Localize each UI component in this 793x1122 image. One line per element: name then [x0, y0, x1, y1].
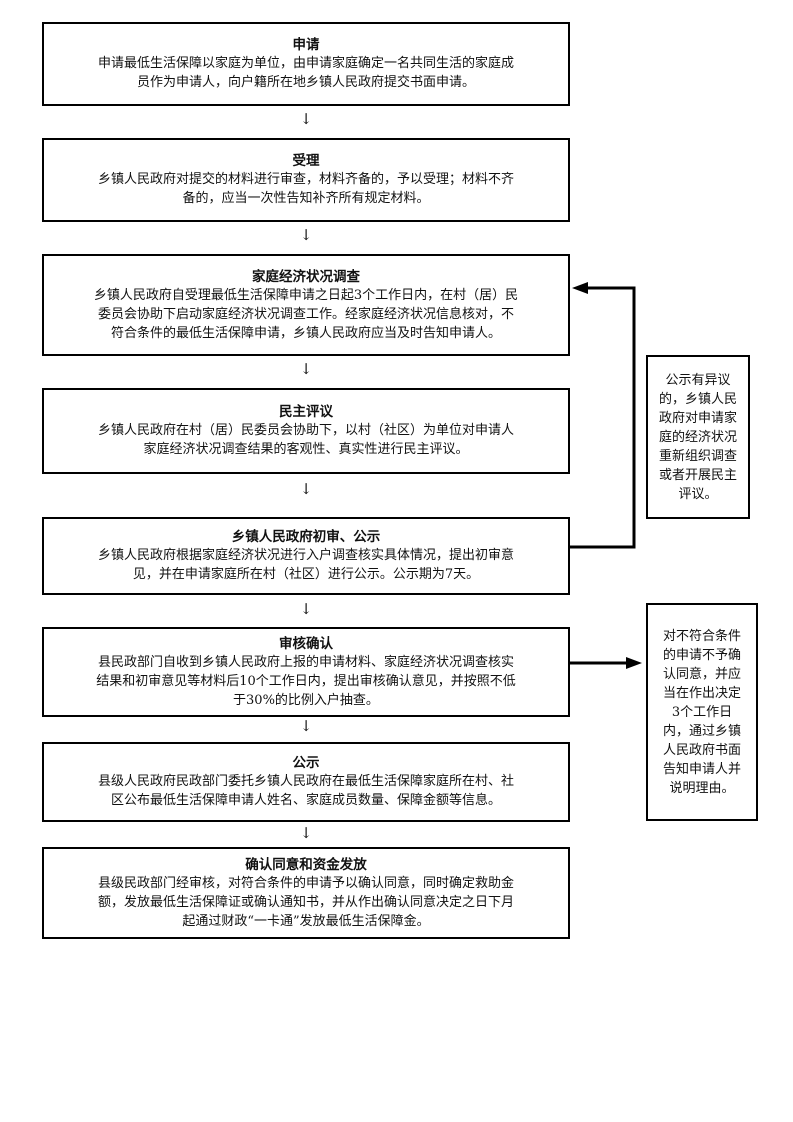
step-accept-box: 受理 乡镇人民政府对提交的材料进行审查，材料齐备的，予以受理；材料不齐 备的，应… [42, 138, 570, 222]
objection-note-box: 公示有异议 的，乡镇人民 政府对申请家 庭的经济状况 重新组织调查 或者开展民主… [646, 355, 750, 519]
step-publicity-text: 县级人民政府民政部门委托乡镇人民政府在最低生活保障家庭所在村、社 区公布最低生活… [97, 774, 514, 808]
rejection-arrowhead [626, 657, 642, 669]
objection-note-text: 公示有异议 的，乡镇人民 政府对申请家 庭的经济状况 重新组织调查 或者开展民主… [658, 372, 737, 502]
down-arrow-icon: ↓ [299, 110, 313, 128]
step-publicity-box: 公示 县级人民政府民政部门委托乡镇人民政府在最低生活保障家庭所在村、社 区公布最… [42, 742, 570, 822]
step-investigation-box: 家庭经济状况调查 乡镇人民政府自受理最低生活保障申请之日起3个工作日内，在村（居… [42, 254, 570, 356]
step-investigation-text: 乡镇人民政府自受理最低生活保障申请之日起3个工作日内，在村（居）民 委员会协助下… [93, 287, 519, 341]
step-democratic-review-box: 民主评议 乡镇人民政府在村（居）民委员会协助下，以村（社区）为单位对申请人 家庭… [42, 388, 570, 474]
objection-feedback-line [570, 286, 636, 549]
step-approval-payment-text: 县级民政部门经审核，对符合条件的申请予以确认同意，同时确定救助金 额，发放最低生… [97, 875, 514, 929]
step-preliminary-review-title: 乡镇人民政府初审、公示 [231, 529, 381, 545]
step-accept-text: 乡镇人民政府对提交的材料进行审查，材料齐备的，予以受理；材料不齐 备的，应当一次… [97, 172, 514, 206]
rejection-note-text: 对不符合条件 的申请不予确 认同意，并应 当在作出决定 3个工作日 内，通过乡镇… [662, 628, 741, 796]
step-apply-box: 申请 申请最低生活保障以家庭为单位，由申请家庭确定一名共同生活的家庭成 员作为申… [42, 22, 570, 106]
step-publicity-title: 公示 [292, 755, 320, 771]
step-verification-title: 审核确认 [279, 635, 333, 652]
step-approval-payment-title: 确认同意和资金发放 [245, 856, 367, 873]
step-democratic-review-title: 民主评议 [279, 404, 333, 420]
step-apply-text: 申请最低生活保障以家庭为单位，由申请家庭确定一名共同生活的家庭成 员作为申请人，… [97, 56, 514, 90]
step-investigation-title: 家庭经济状况调查 [252, 268, 360, 285]
step-approval-payment-box: 确认同意和资金发放 县级民政部门经审核，对符合条件的申请予以确认同意，同时确定救… [42, 847, 570, 939]
step-democratic-review-text: 乡镇人民政府在村（居）民委员会协助下，以村（社区）为单位对申请人 家庭经济状况调… [97, 423, 514, 457]
down-arrow-icon: ↓ [299, 824, 313, 842]
down-arrow-icon: ↓ [299, 226, 313, 244]
down-arrow-icon: ↓ [299, 360, 313, 378]
down-arrow-icon: ↓ [299, 717, 313, 735]
step-verification-text: 县民政部门自收到乡镇人民政府上报的申请材料、家庭经济状况调查核实 结果和初审意见… [96, 654, 516, 708]
step-verification-box: 审核确认 县民政部门自收到乡镇人民政府上报的申请材料、家庭经济状况调查核实 结果… [42, 627, 570, 717]
step-apply-title: 申请 [292, 37, 320, 53]
step-accept-title: 受理 [292, 153, 320, 169]
objection-feedback-arrowhead [572, 282, 588, 294]
down-arrow-icon: ↓ [299, 600, 313, 618]
step-preliminary-review-text: 乡镇人民政府根据家庭经济状况进行入户调查核实具体情况，提出初审意 见，并在申请家… [97, 548, 514, 582]
rejection-note-box: 对不符合条件 的申请不予确 认同意，并应 当在作出决定 3个工作日 内，通过乡镇… [646, 603, 758, 821]
step-preliminary-review-box: 乡镇人民政府初审、公示 乡镇人民政府根据家庭经济状况进行入户调查核实具体情况，提… [42, 517, 570, 595]
down-arrow-icon: ↓ [299, 480, 313, 498]
